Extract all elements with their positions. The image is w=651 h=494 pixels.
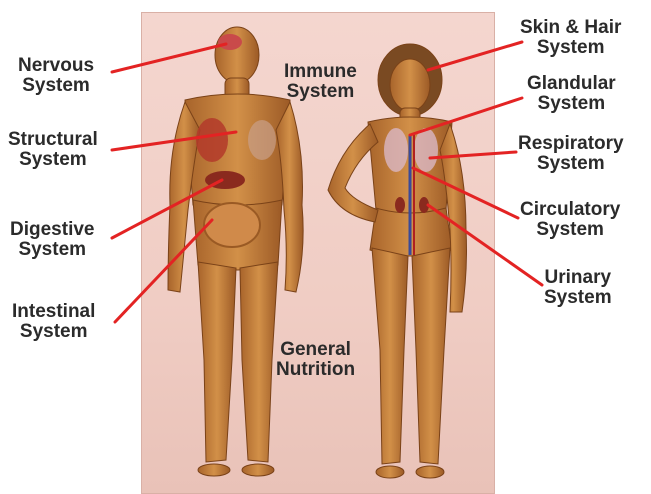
intestinal-leader-line: [115, 220, 212, 322]
skin-hair-leader-line: [428, 42, 522, 70]
male-figure: [168, 27, 303, 476]
nervous-leader-line: [112, 44, 226, 72]
female-figure: [328, 44, 467, 478]
